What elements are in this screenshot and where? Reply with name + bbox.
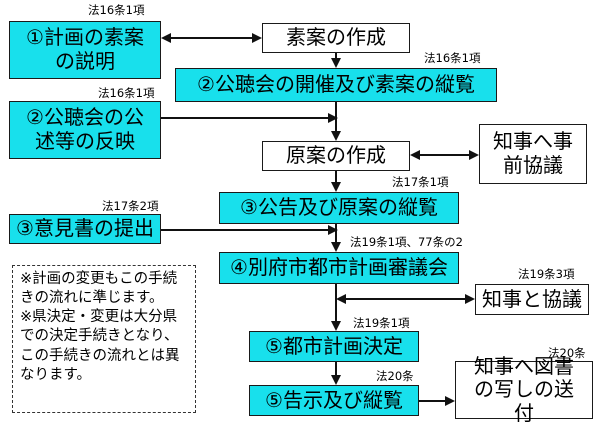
draft-creation-label: 素案の作成 bbox=[286, 25, 386, 50]
send-copy-label: 知事へ図書の写しの送付 bbox=[474, 353, 574, 425]
law-ref-8: 法19条1項 bbox=[353, 316, 410, 330]
send-copy-box: 知事へ図書の写しの送付 bbox=[455, 354, 593, 425]
opinion-submission-label: ③意見書の提出 bbox=[16, 216, 154, 241]
council-label: ④別府市都市計画審議会 bbox=[230, 255, 448, 280]
note-2: ※県決定・変更は大分県での決定手続きとなり、この手続きの流れとは異なります。 bbox=[20, 309, 180, 383]
law-ref-5: 法17条2項 bbox=[102, 199, 159, 213]
decision-box: ⑤都市計画決定 bbox=[249, 331, 419, 362]
original-creation-box: 原案の作成 bbox=[262, 141, 410, 171]
prior-consultation-label: 知事へ事前協議 bbox=[493, 129, 573, 177]
decision-label: ⑤都市計画決定 bbox=[265, 333, 403, 358]
law-ref-4: 法17条1項 bbox=[392, 175, 449, 189]
law-ref-9: 法20条 bbox=[376, 369, 414, 383]
notes-box: ※計画の変更もこの手続きの流れに準じます。 ※県決定・変更は大分県での決定手続き… bbox=[12, 265, 196, 413]
governor-consultation-label: 知事と協議 bbox=[482, 286, 582, 311]
announcement-box: ⑤告示及び縦覧 bbox=[249, 385, 419, 416]
governor-consultation-box: 知事と協議 bbox=[475, 284, 589, 315]
note-1: ※計画の変更もこの手続きの流れに準じます。 bbox=[20, 271, 178, 307]
law-ref-3: 法16条1項 bbox=[98, 86, 155, 100]
draft-creation-box: 素案の作成 bbox=[262, 23, 410, 53]
public-notice-box: ③公告及び原案の縦覧 bbox=[219, 192, 459, 224]
plan-explanation-box: ①計画の素案の説明 bbox=[9, 21, 161, 79]
original-creation-label: 原案の作成 bbox=[286, 143, 386, 168]
public-hearing-label: ②公聴会の開催及び素案の縦覧 bbox=[197, 72, 475, 97]
hearing-reflection-label: ②公聴会の公述等の反映 bbox=[26, 105, 144, 153]
hearing-reflection-box: ②公聴会の公述等の反映 bbox=[9, 101, 161, 159]
announcement-label: ⑤告示及び縦覧 bbox=[265, 387, 403, 412]
plan-explanation-label: ①計画の素案の説明 bbox=[26, 25, 144, 73]
council-box: ④別府市都市計画審議会 bbox=[219, 252, 459, 284]
law-ref-1: 法16条1項 bbox=[88, 3, 145, 17]
public-hearing-box: ②公聴会の開催及び素案の縦覧 bbox=[175, 68, 497, 102]
law-ref-10: 法20条 bbox=[548, 346, 586, 360]
prior-consultation-box: 知事へ事前協議 bbox=[479, 124, 587, 184]
law-ref-6: 法19条1項、77条の2 bbox=[350, 235, 463, 249]
opinion-submission-box: ③意見書の提出 bbox=[9, 214, 161, 244]
law-ref-2: 法16条1項 bbox=[424, 51, 481, 65]
public-notice-label: ③公告及び原案の縦覧 bbox=[240, 195, 438, 220]
law-ref-7: 法19条3項 bbox=[518, 267, 575, 281]
